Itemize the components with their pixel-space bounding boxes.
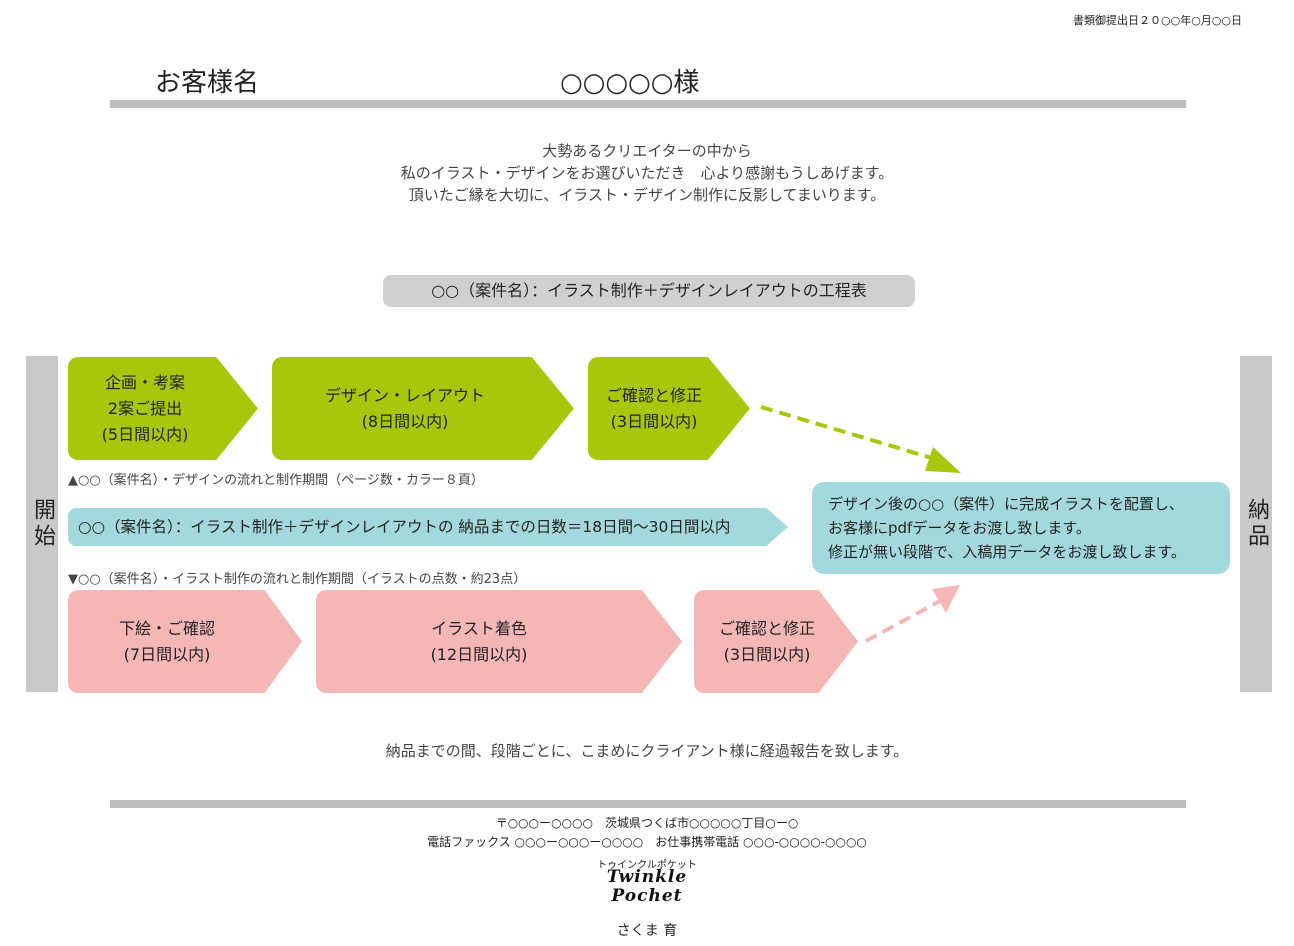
info-line: お客様にpdfデータをお渡し致します。 bbox=[828, 519, 1091, 537]
step-text: ご確認と修正 bbox=[605, 385, 702, 405]
design-arrow bbox=[760, 405, 961, 473]
author-name: さくま 育 bbox=[616, 923, 678, 939]
step-duration: (8日間以内) bbox=[361, 411, 449, 431]
brand-logo-line: Twinkle bbox=[606, 867, 688, 887]
design-arrow-line bbox=[760, 405, 936, 461]
footer-phone: 電話ファックス ○○○ー○○○ー○○○○ お仕事携帯電話 ○○○-○○○○-○○… bbox=[427, 835, 867, 849]
total-duration-bar: ○○（案件名）：イラスト制作＋デザインレイアウトの 納品までの日数＝18日間〜3… bbox=[68, 508, 788, 546]
brand-logo: Twinkle Pochet bbox=[597, 868, 697, 906]
step-duration: (5日間以内) bbox=[101, 424, 189, 444]
design-arrow-head bbox=[925, 447, 961, 473]
illustration-flow-note: ▼○○（案件名）・イラスト制作の流れと制作期間（イラストの点数・約23点） bbox=[68, 572, 527, 587]
illustration-step-review: ご確認と修正 (3日間以内) bbox=[694, 590, 858, 693]
client-name: ○○○○○様 bbox=[560, 68, 700, 98]
design-step-review: ご確認と修正 (3日間以内) bbox=[588, 357, 750, 460]
illustration-arrow-head bbox=[932, 585, 960, 613]
brand-logo-line: Pochet bbox=[611, 886, 683, 906]
info-line: デザイン後の○○（案件）に完成イラストを配置し、 bbox=[828, 495, 1184, 513]
step-duration: (3日間以内) bbox=[723, 644, 811, 664]
step-text: 2案ご提出 bbox=[107, 398, 183, 418]
footer-address: 〒○○○ー○○○○ 茨城県つくば市○○○○○丁目○ー○ bbox=[495, 816, 799, 830]
illustration-arrow bbox=[865, 585, 960, 643]
schedule-title: ○○（案件名）：イラスト制作＋デザインレイアウトの工程表 bbox=[383, 275, 915, 307]
step-text: 下絵・ご確認 bbox=[118, 618, 215, 638]
progress-report-note: 納品までの間、段階ごとに、こまめにクライアント様に経過報告を致します。 bbox=[385, 742, 909, 760]
submission-date: 書類御提出日２０○○年○月○○日 bbox=[1073, 14, 1242, 27]
design-flow-note: ▲○○（案件名）・デザインの流れと制作期間（ページ数・カラー８頁） bbox=[68, 473, 484, 488]
greeting-line: 私のイラスト・デザインをお選びいただき 心より感謝もうしあげます。 bbox=[400, 164, 894, 182]
client-label: お客様名 bbox=[155, 68, 260, 98]
illustration-step-sketch: 下絵・ご確認 (7日間以内) bbox=[68, 590, 302, 693]
step-duration: (7日間以内) bbox=[123, 644, 211, 664]
design-step-layout: デザイン・レイアウト (8日間以内) bbox=[272, 357, 574, 460]
greeting-message: 大勢あるクリエイターの中から 私のイラスト・デザインをお選びいただき 心より感謝… bbox=[0, 140, 1294, 206]
illustration-step-coloring: イラスト着色 (12日間以内) bbox=[316, 590, 682, 693]
header-divider bbox=[110, 100, 1186, 108]
step-text: イラスト着色 bbox=[431, 618, 527, 638]
step-text: 企画・考案 bbox=[104, 372, 185, 392]
delivery-bar: 納品 bbox=[1240, 356, 1272, 692]
start-bar: 開始 bbox=[26, 356, 58, 692]
step-duration: (12日間以内) bbox=[430, 644, 528, 664]
illustration-arrow-line bbox=[865, 599, 941, 643]
info-line: 修正が無い段階で、入稿用データをお渡し致します。 bbox=[828, 543, 1186, 561]
delivery-info-box: デザイン後の○○（案件）に完成イラストを配置し、 お客様にpdfデータをお渡し致… bbox=[812, 482, 1230, 574]
step-text: ご確認と修正 bbox=[718, 618, 815, 638]
brand-kana: トゥインクルポケット bbox=[597, 860, 697, 871]
step-duration: (3日間以内) bbox=[610, 411, 698, 431]
design-step-planning: 企画・考案 2案ご提出 (5日間以内) bbox=[68, 357, 258, 460]
start-label: 開始 bbox=[30, 498, 55, 550]
greeting-line: 頂いたご縁を大切に、イラスト・デザイン制作に反影してまいります。 bbox=[408, 186, 886, 204]
greeting-line: 大勢あるクリエイターの中から bbox=[542, 142, 752, 160]
delivery-label: 納品 bbox=[1244, 498, 1269, 550]
footer-divider bbox=[110, 800, 1186, 808]
step-text: デザイン・レイアウト bbox=[324, 385, 485, 405]
